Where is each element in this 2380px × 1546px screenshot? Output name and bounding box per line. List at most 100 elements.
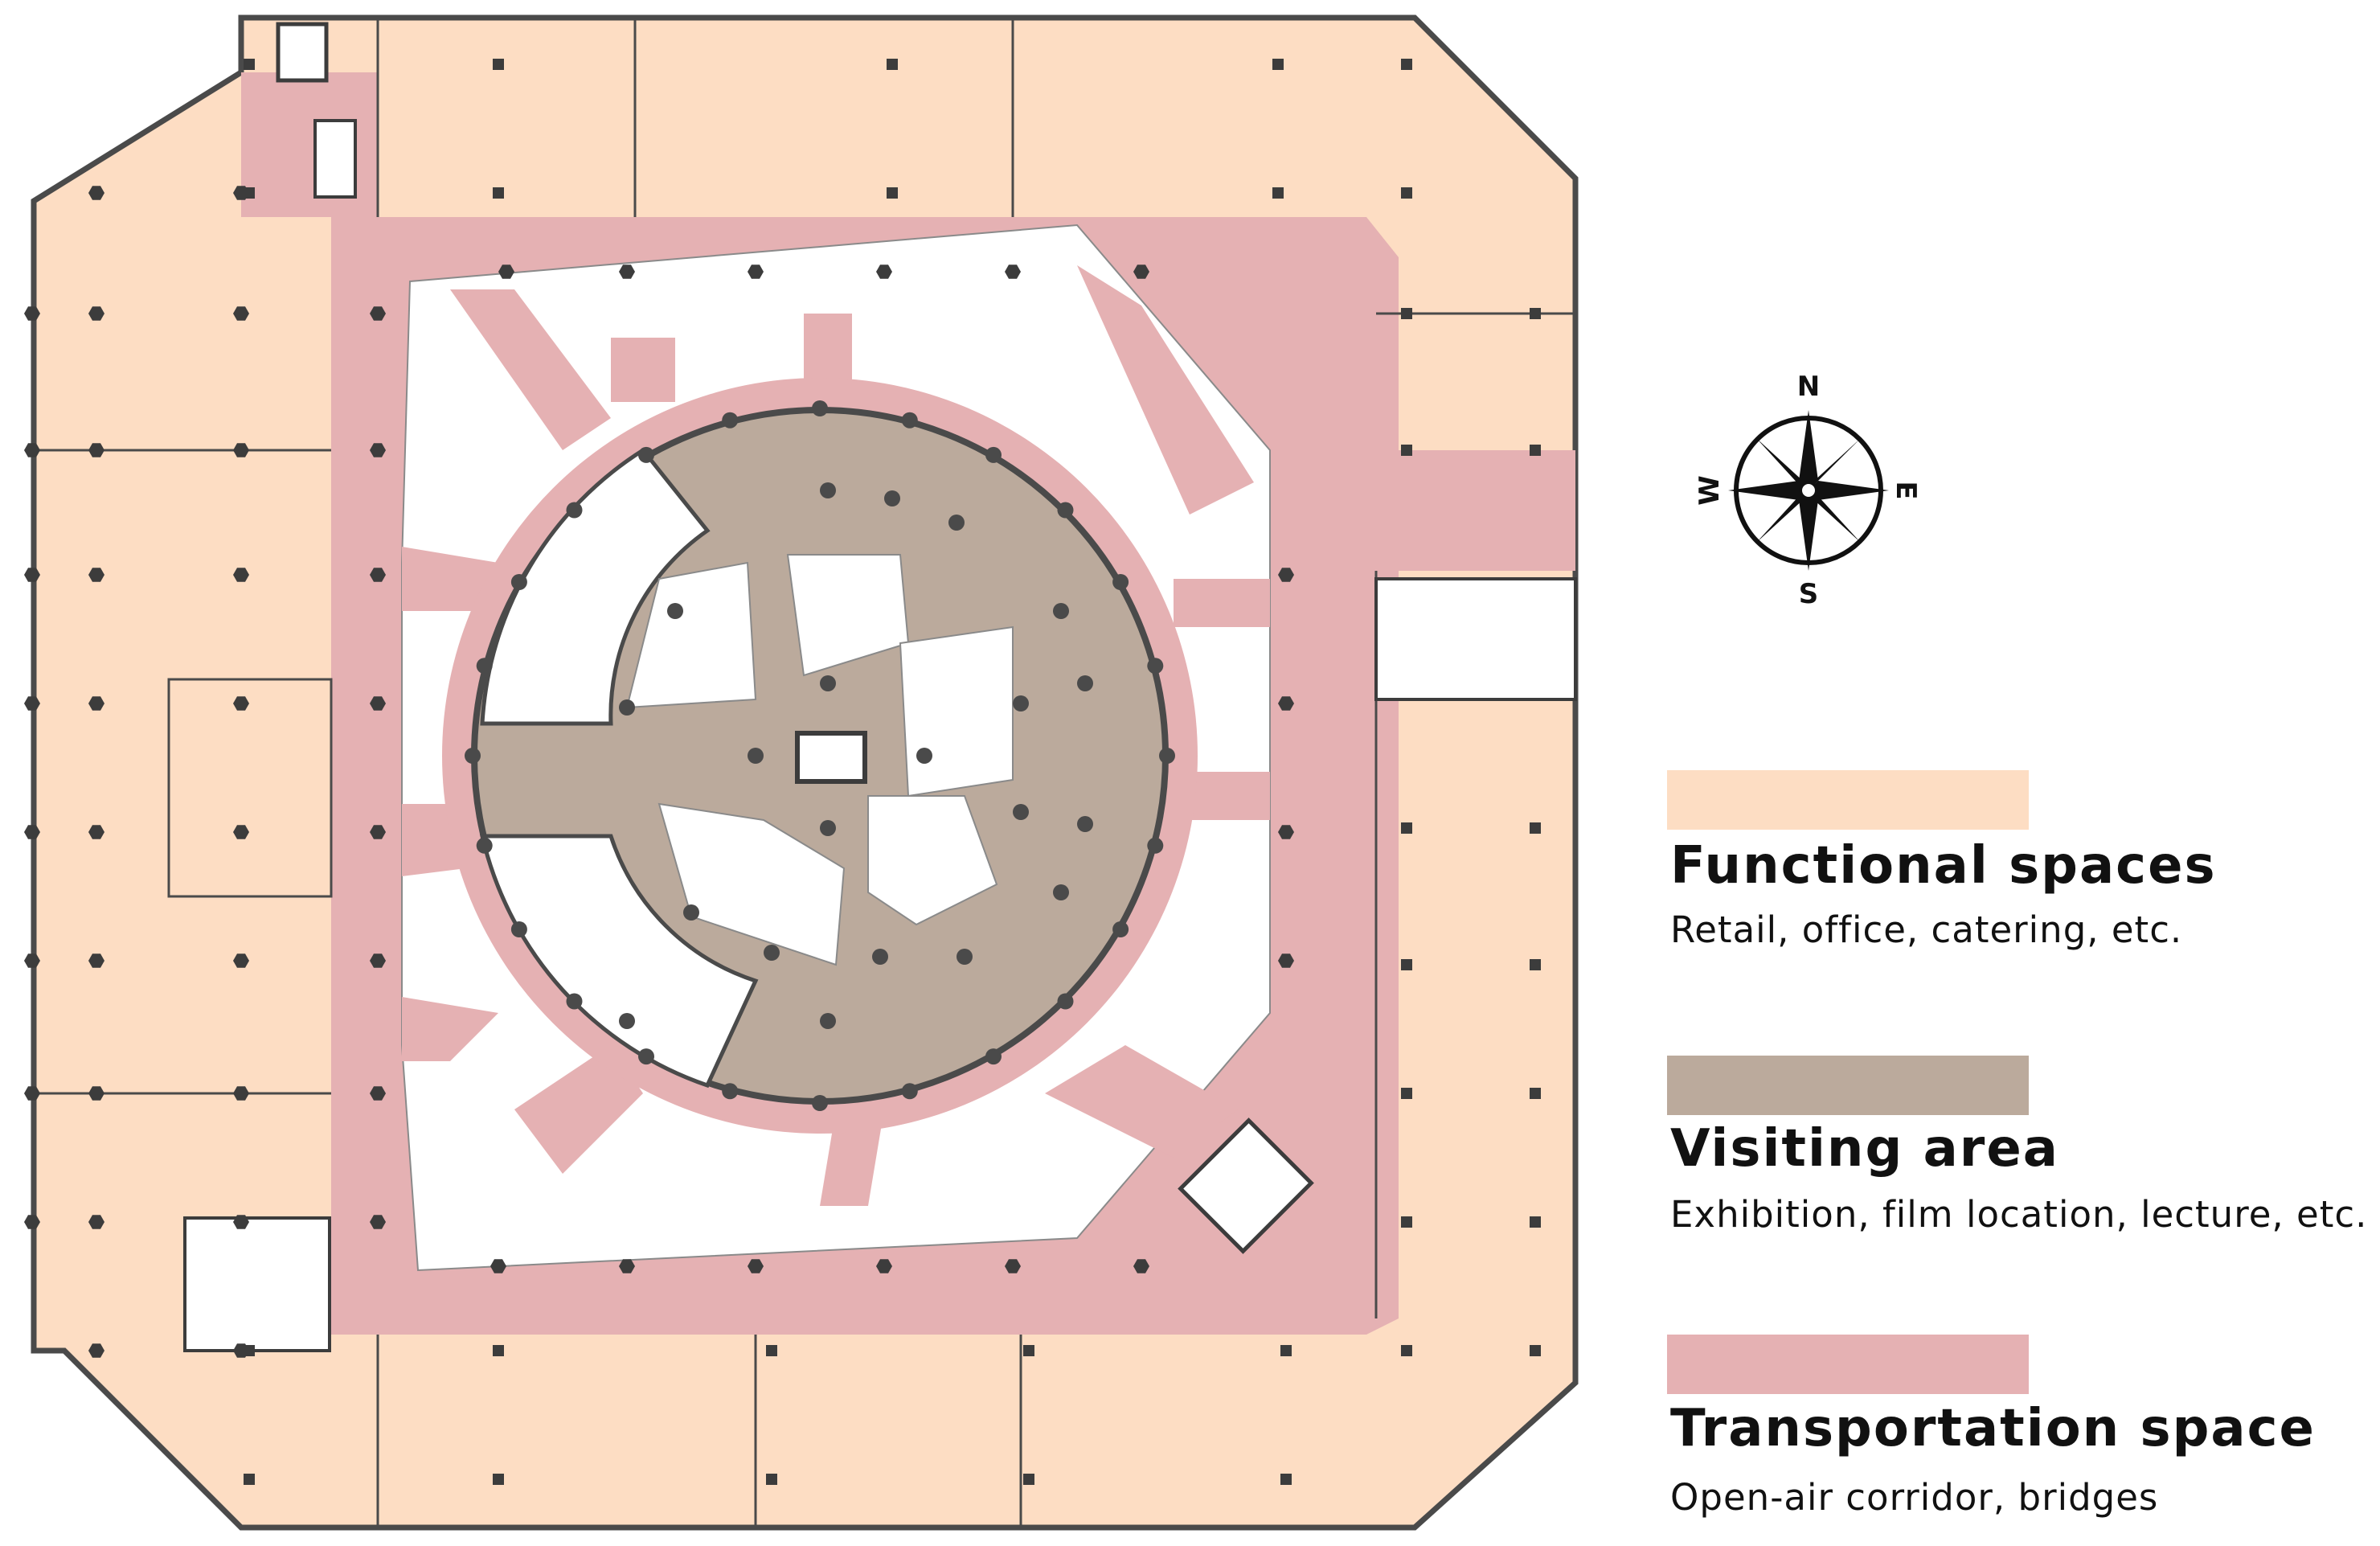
hexagon-column [490, 1259, 506, 1273]
hexagon-column [498, 265, 514, 279]
round-column [566, 993, 583, 1010]
square-column [1280, 1474, 1292, 1485]
legend-title-functional: Functional spaces [1670, 836, 2217, 896]
hexagon-column [24, 1215, 40, 1229]
hexagon-column [1278, 696, 1294, 711]
legend-desc-functional: Retail, office, catering, etc. [1670, 908, 2183, 951]
round-column [820, 820, 836, 836]
round-column [1147, 837, 1164, 854]
compass-west-label: W [1694, 475, 1726, 506]
round-column [619, 1013, 635, 1029]
round-column [916, 748, 932, 764]
square-column [1023, 1474, 1034, 1485]
hexagon-column [370, 1086, 386, 1101]
hexagon-column [233, 696, 249, 711]
round-column [985, 1048, 1002, 1065]
hexagon-column [748, 265, 764, 279]
hexagon-column [1005, 1259, 1021, 1273]
hexagon-column [233, 1215, 249, 1229]
elevator-se [1178, 1117, 1314, 1254]
round-column [812, 1095, 828, 1111]
room-partitions [34, 18, 1575, 1528]
round-column [1112, 921, 1129, 937]
hexagon-column [1278, 825, 1294, 839]
round-column [476, 837, 493, 854]
compass-east-label: E [1890, 481, 1922, 499]
square-column [1530, 308, 1541, 319]
round-column [1077, 675, 1093, 691]
square-column [1401, 1088, 1412, 1099]
round-column [1057, 502, 1074, 519]
square-column [1401, 822, 1412, 834]
round-column [722, 1083, 739, 1100]
round-column [1077, 816, 1093, 832]
round-column [1013, 804, 1029, 820]
round-column [638, 1048, 654, 1065]
hexagon-column [233, 1086, 249, 1101]
square-column [1530, 1216, 1541, 1228]
legend-swatch-functional [1667, 770, 2029, 830]
hexagon-column [233, 953, 249, 968]
central-exhibit [795, 731, 867, 784]
hexagon-column [233, 1343, 249, 1358]
hexagon-column [876, 265, 892, 279]
round-column [812, 400, 828, 416]
hexagon-column [24, 953, 40, 968]
round-column [884, 490, 900, 506]
round-column [619, 699, 635, 716]
square-column [1272, 187, 1284, 199]
hexagon-column [88, 306, 104, 321]
round-column [510, 574, 527, 590]
hexagon-column [233, 186, 249, 200]
square-column [1401, 187, 1412, 199]
square-column [1530, 1345, 1541, 1356]
round-column [722, 412, 739, 429]
round-column [872, 949, 888, 965]
hexagon-column [88, 696, 104, 711]
hexagon-column [24, 696, 40, 711]
service-core-west [480, 447, 711, 726]
square-column [1530, 1088, 1541, 1099]
compass-rose: N S E W [1694, 371, 1922, 610]
round-column [683, 904, 699, 921]
hexagon-column [88, 568, 104, 582]
hexagon-column [233, 825, 249, 839]
hexagon-column [370, 696, 386, 711]
round-column [748, 748, 764, 764]
hexagon-column [88, 186, 104, 200]
hexagon-column [1278, 953, 1294, 968]
hexagon-column [233, 568, 249, 582]
legend-title-transportation: Transportation space [1670, 1399, 2316, 1458]
square-column [1401, 59, 1412, 70]
round-column [901, 1083, 918, 1100]
square-column [493, 59, 504, 70]
round-column [820, 1013, 836, 1029]
hexagon-column [24, 443, 40, 457]
compass-south-label: S [1799, 578, 1819, 610]
round-column [1013, 695, 1029, 711]
legend-swatch-transportation [1667, 1335, 2029, 1394]
square-column [1401, 1345, 1412, 1356]
compass-north-label: N [1797, 371, 1820, 403]
hexagon-column [88, 825, 104, 839]
square-column [766, 1474, 777, 1485]
legend-swatch-visiting [1667, 1056, 2029, 1115]
round-column [510, 921, 527, 937]
round-column [667, 603, 683, 619]
corridor-columns [24, 186, 1294, 1358]
hexagon-column [88, 1086, 104, 1101]
square-column [1530, 959, 1541, 970]
square-column [1401, 308, 1412, 319]
square-column [493, 187, 504, 199]
square-column [493, 1474, 504, 1485]
square-column [493, 1345, 504, 1356]
hexagon-column [233, 306, 249, 321]
square-column [887, 187, 898, 199]
hexagon-column [370, 306, 386, 321]
round-column [1053, 884, 1069, 900]
hexagon-column [370, 1215, 386, 1229]
hexagon-column [1005, 265, 1021, 279]
round-column [1057, 993, 1074, 1010]
square-column [766, 1345, 777, 1356]
round-column [820, 482, 836, 498]
